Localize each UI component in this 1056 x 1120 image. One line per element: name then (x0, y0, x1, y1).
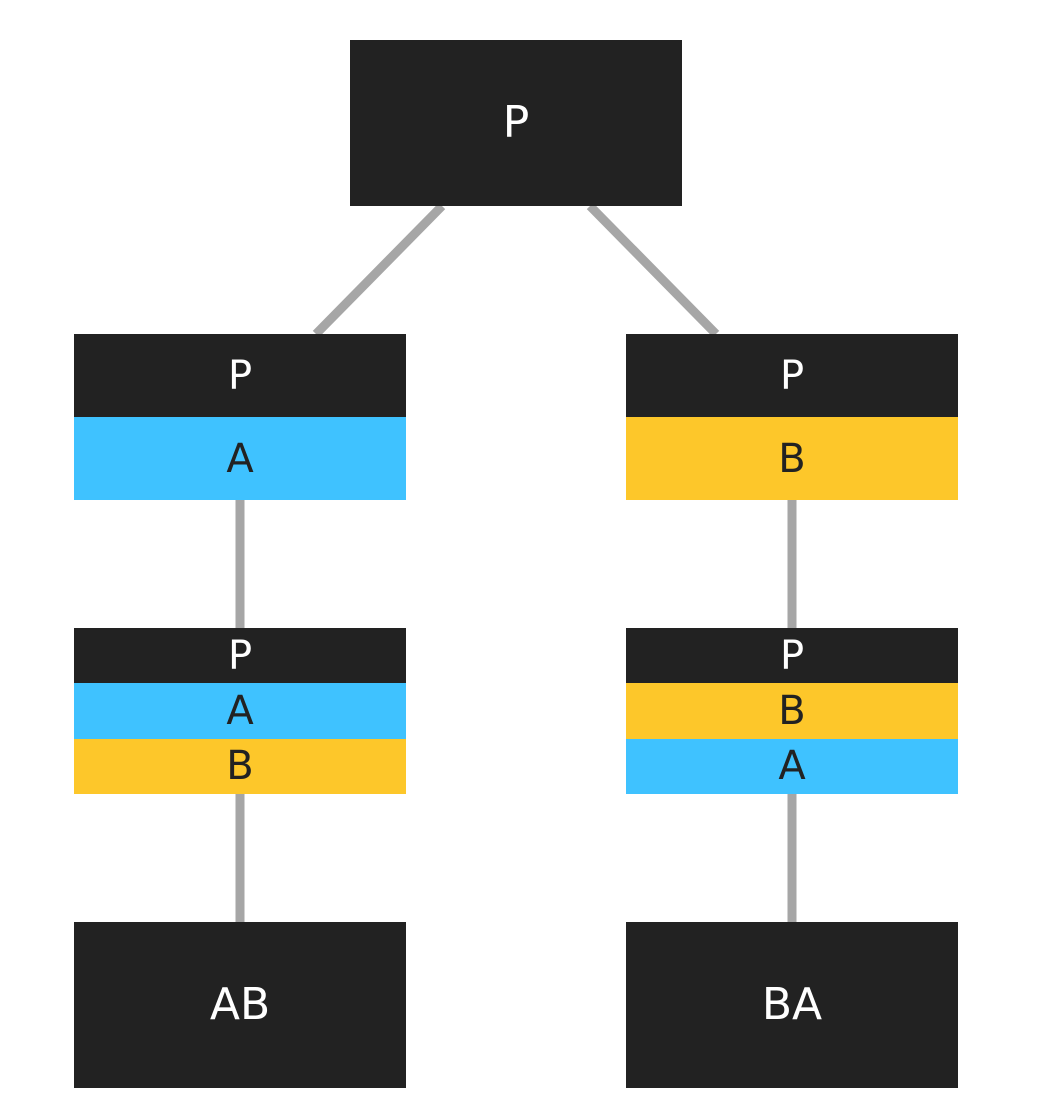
right-2-layer-b: B (626, 683, 958, 739)
left-2-layer-p: P (74, 628, 406, 684)
node-left-level-3: AB (74, 922, 406, 1088)
right-1-layer-b: B (626, 417, 958, 500)
right-3-layer-ba: BA (626, 922, 958, 1088)
node-root: P (350, 40, 682, 206)
left-3-layer-ab: AB (74, 922, 406, 1088)
node-right-level-1: P B (626, 334, 958, 500)
right-2-layer-a: A (626, 738, 958, 794)
left-2-layer-a: A (74, 683, 406, 739)
left-1-layer-p: P (74, 334, 406, 417)
connector-root-left (312, 202, 446, 338)
connector-root-right (586, 202, 720, 338)
right-2-layer-p: P (626, 628, 958, 684)
node-right-level-2: P B A (626, 628, 958, 794)
right-1-layer-p: P (626, 334, 958, 417)
left-1-layer-a: A (74, 417, 406, 500)
left-2-layer-b: B (74, 738, 406, 794)
node-right-level-3: BA (626, 922, 958, 1088)
root-layer-p: P (350, 40, 682, 206)
node-left-level-2: P A B (74, 628, 406, 794)
node-left-level-1: P A (74, 334, 406, 500)
